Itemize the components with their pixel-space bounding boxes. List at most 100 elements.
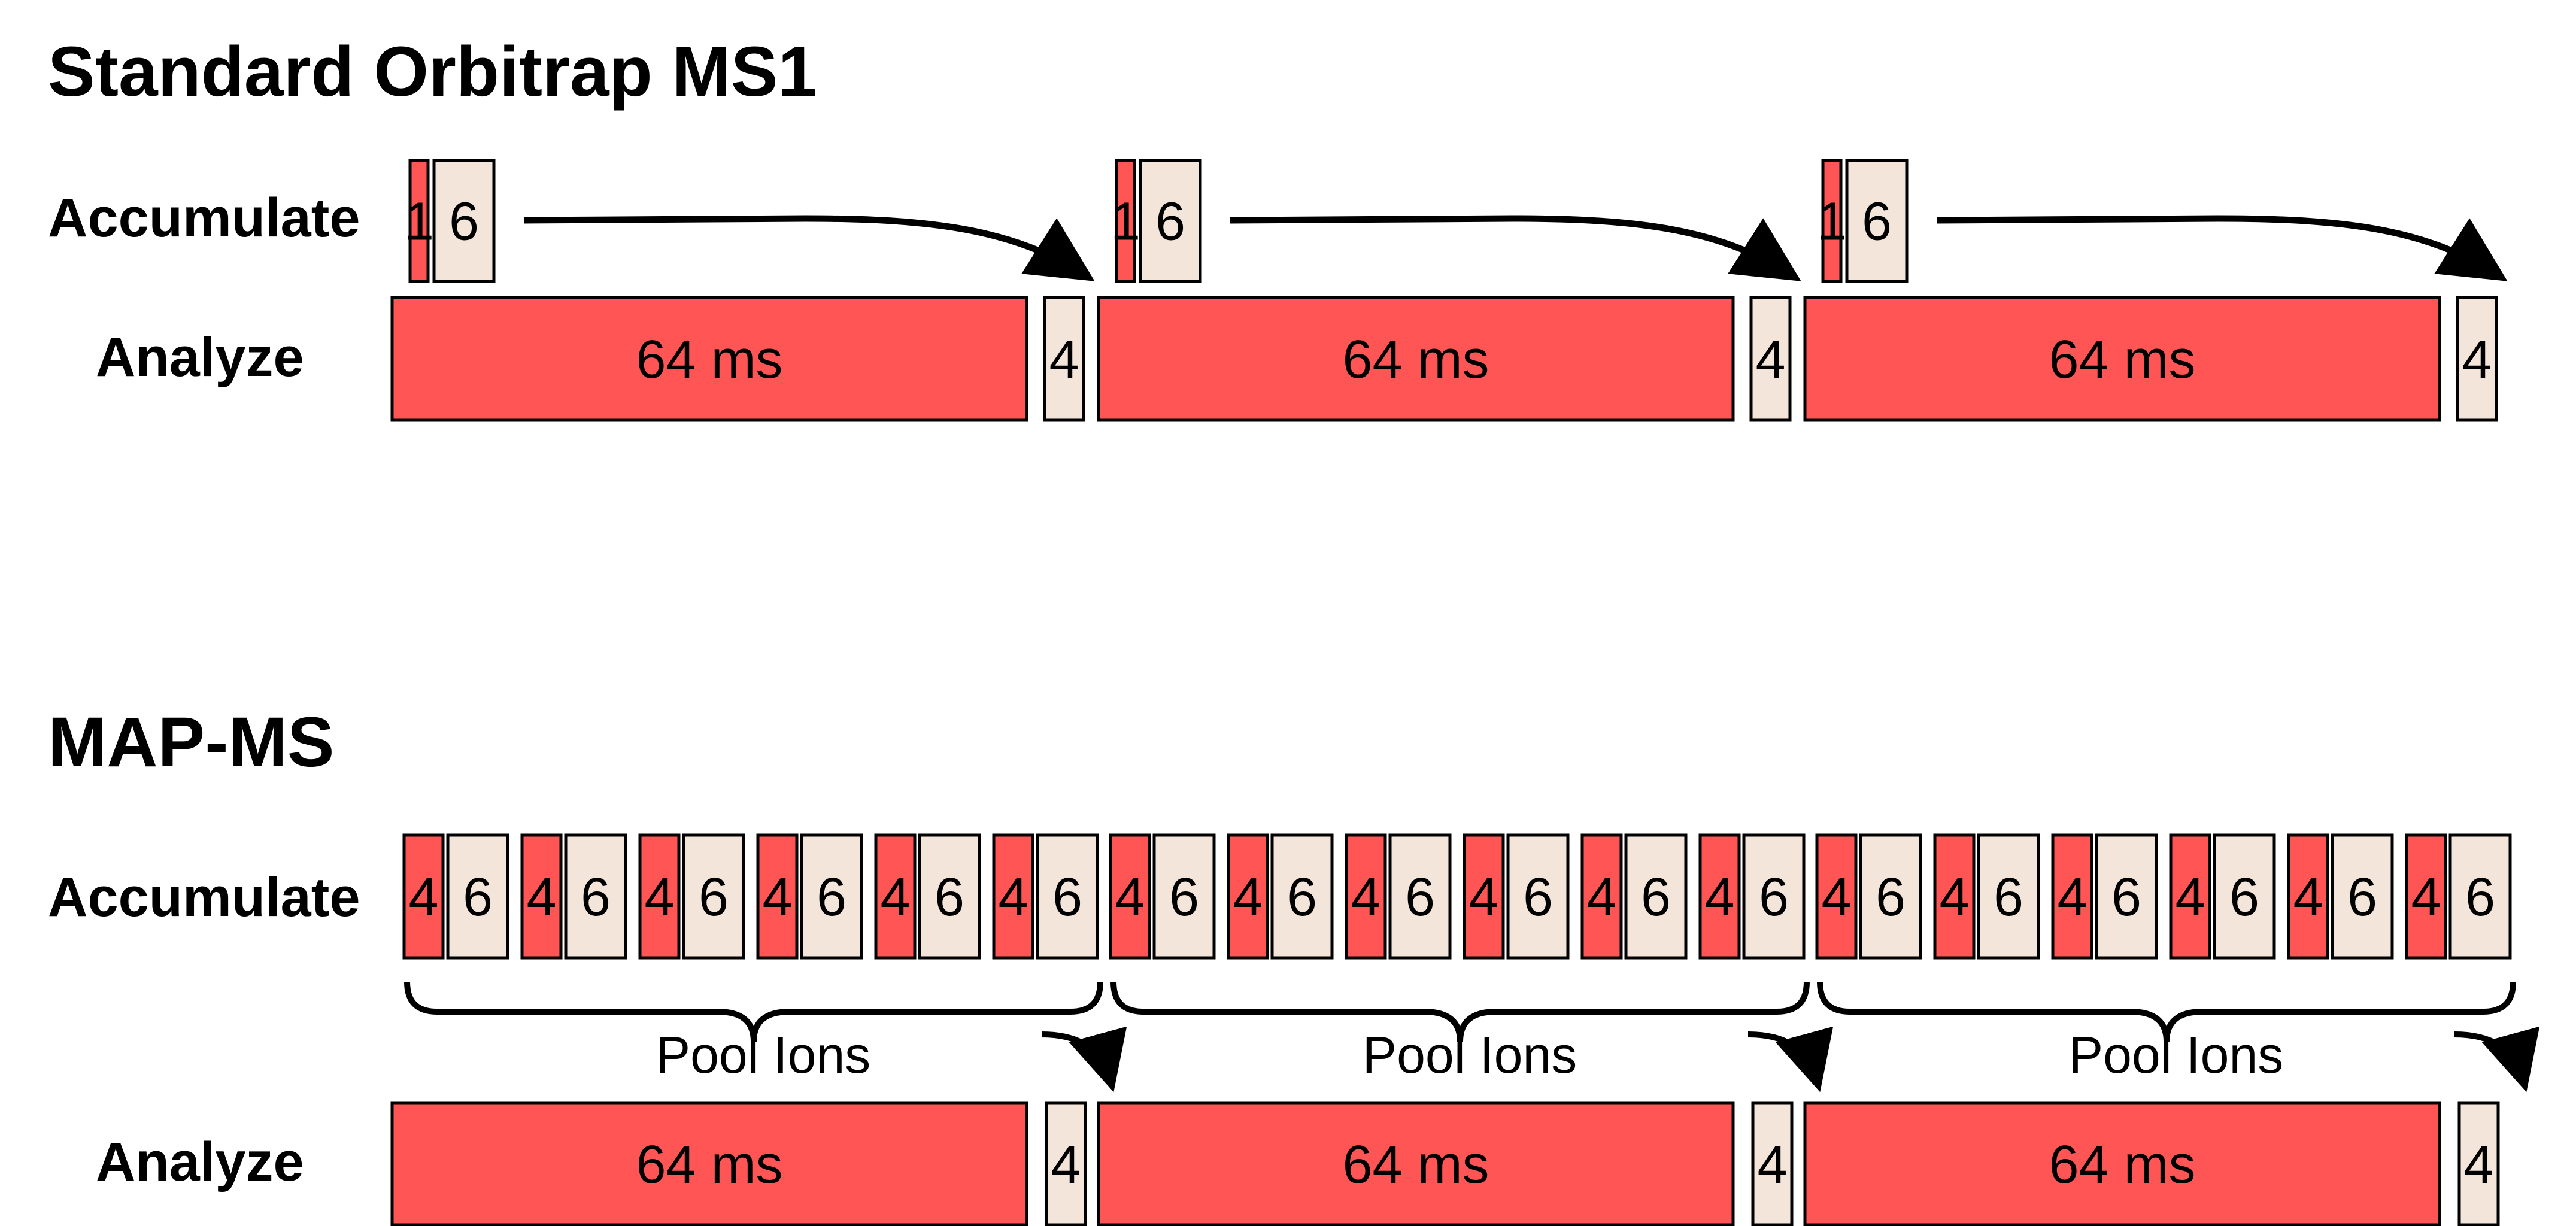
mapms-gap-block-rect <box>2457 1101 2500 1226</box>
mapms-accumulate-beige-block-rect <box>1036 833 1099 960</box>
standard-accumulate-beige-block-rect <box>1139 159 1202 283</box>
standard-accumulate-red-block: 1 <box>1817 159 1847 283</box>
mapms-accumulate-beige-block-label: 6 <box>699 867 729 927</box>
mapms-pool-arrow <box>2454 1026 2540 1093</box>
mapms-accumulate-red-block-label: 4 <box>408 867 438 927</box>
mapms-accumulate-beige-block-label: 6 <box>1052 867 1082 927</box>
mapms-section-title: MAP-MS <box>48 703 335 782</box>
mapms-accumulate-beige-block-label: 6 <box>1876 867 1906 927</box>
mapms-analyze-label: Analyze <box>96 1131 304 1192</box>
mapms-accumulate-beige-block-label: 6 <box>1169 867 1199 927</box>
mapms-accumulate-red-block: 4 <box>1815 833 1858 960</box>
mapms-accumulate-beige-block: 6 <box>2213 833 2276 960</box>
mapms-accumulate-beige-block: 6 <box>1036 833 1099 960</box>
mapms-pool-brace-right <box>1457 981 1810 1042</box>
mapms-analyze-block: 64 ms <box>1097 1101 1735 1226</box>
mapms-accumulate-beige-block: 6 <box>1859 833 1922 960</box>
standard-gap-block-rect <box>1749 296 1792 422</box>
mapms-accumulate-red-block-rect <box>874 833 917 960</box>
mapms-accumulate-beige-block-rect <box>1506 833 1570 960</box>
mapms-accumulate-beige-block-label: 6 <box>2465 867 2495 927</box>
standard-gap-block: 4 <box>2456 296 2498 422</box>
mapms-accumulate-red-block-label: 4 <box>526 867 556 927</box>
standard-accumulate-beige-block-label: 6 <box>1155 192 1185 252</box>
mapms-accumulate-red-block-rect <box>638 833 681 960</box>
standard-section-title: Standard Orbitrap MS1 <box>48 32 817 111</box>
mapms-accumulate-red-block-label: 4 <box>1115 867 1145 927</box>
mapms-accumulate-red-block-rect <box>1815 833 1858 960</box>
mapms-accumulate-red-block-rect <box>1227 833 1269 960</box>
mapms-accumulate-red-block-label: 4 <box>1821 867 1851 927</box>
mapms-analyze-block-label: 64 ms <box>636 1135 782 1195</box>
mapms-accumulate-red-block-label: 4 <box>1586 867 1616 927</box>
mapms-gap-block-label: 4 <box>1757 1135 1787 1195</box>
mapms-accumulate-red-block-rect <box>402 833 445 960</box>
standard-accumulate-red-block: 1 <box>1110 159 1140 283</box>
mapms-accumulate-beige-block: 6 <box>1152 833 1216 960</box>
mapms-pool-brace-left <box>1110 981 1463 1042</box>
mapms-accumulate-beige-block: 6 <box>800 833 863 960</box>
standard-accumulate-red-block-rect <box>1821 159 1843 283</box>
mapms-accumulate-red-block: 4 <box>1109 833 1151 960</box>
mapms-accumulate-red-block-rect <box>2051 833 2093 960</box>
mapms-accumulate-red-block-rect <box>1933 833 1976 960</box>
mapms-accumulate-red-block-rect <box>756 833 799 960</box>
mapms-gap-block-rect <box>1751 1101 1794 1226</box>
mapms-accumulate-beige-block: 6 <box>2095 833 2158 960</box>
standard-analyze-block-label: 64 ms <box>1342 330 1489 390</box>
mapms-pool-ions-label: Pool Ions <box>1363 1027 1577 1084</box>
standard-analyze-block-label: 64 ms <box>2049 330 2195 390</box>
mapms-accumulate-beige-block: 6 <box>1624 833 1688 960</box>
standard-gap-block-rect <box>1043 296 1085 422</box>
mapms-analyze-block-label: 64 ms <box>2049 1135 2195 1195</box>
mapms-analyze-block-label: 64 ms <box>1342 1135 1489 1195</box>
mapms-accumulate-red-block-rect <box>992 833 1034 960</box>
mapms-accumulate-label: Accumulate <box>48 867 360 928</box>
mapms-accumulate-beige-block-rect <box>1152 833 1216 960</box>
mapms-accumulate-red-block-label: 4 <box>880 867 910 927</box>
standard-analyze-block-rect <box>1803 296 2441 422</box>
standard-analyze-block: 64 ms <box>1803 296 2441 422</box>
standard-accumulate-red-block-rect <box>1115 159 1136 283</box>
mapms-pool-arrow <box>1747 1026 1834 1093</box>
mapms-accumulate-red-block-rect <box>1580 833 1623 960</box>
mapms-accumulate-red-block-label: 4 <box>2057 867 2087 927</box>
mapms-accumulate-red-block: 4 <box>1698 833 1741 960</box>
mapms-accumulate-beige-block-label: 6 <box>2111 867 2141 927</box>
mapms-accumulate-red-block: 4 <box>756 833 799 960</box>
standard-analyze-block-rect <box>390 296 1028 422</box>
standard-gap-block: 4 <box>1043 296 1085 422</box>
standard-transfer-arrow <box>1936 215 2508 281</box>
mapms-accumulate-red-block: 4 <box>1345 833 1387 960</box>
mapms-accumulate-red-block-label: 4 <box>762 867 792 927</box>
mapms-accumulate-red-block: 4 <box>2051 833 2093 960</box>
mapms-accumulate-red-block: 4 <box>1933 833 1976 960</box>
mapms-accumulate-red-block-label: 4 <box>1704 867 1734 927</box>
mapms-accumulate-red-block: 4 <box>2287 833 2329 960</box>
mapms-accumulate-beige-block: 6 <box>1742 833 1806 960</box>
standard-analyze-block: 64 ms <box>1097 296 1735 422</box>
mapms-accumulate-red-block-label: 4 <box>1468 867 1498 927</box>
mapms-pool-brace-left <box>404 981 757 1042</box>
mapms-accumulate-beige-block: 6 <box>446 833 509 960</box>
standard-gap-block-label: 4 <box>2462 330 2492 390</box>
standard-accumulate-label: Accumulate <box>48 187 360 248</box>
mapms-gap-block: 4 <box>2457 1101 2500 1226</box>
standard-accumulate-red-block-label: 1 <box>1110 192 1140 252</box>
mapms-accumulate-beige-block-label: 6 <box>1405 867 1435 927</box>
mapms-gap-block-rect <box>1045 1101 1087 1226</box>
mapms-accumulate-beige-block: 6 <box>2331 833 2394 960</box>
standard-accumulate-beige-block-label: 6 <box>1862 192 1892 252</box>
mapms-accumulate-red-block-label: 4 <box>1233 867 1263 927</box>
mapms-accumulate-red-block-label: 4 <box>2411 867 2441 927</box>
standard-accumulate-beige-block-rect <box>432 159 496 283</box>
mapms-accumulate-beige-block-rect <box>1859 833 1922 960</box>
mapms-accumulate-beige-block-label: 6 <box>817 867 846 927</box>
standard-accumulate-beige-block-rect <box>1845 159 1909 283</box>
mapms-gap-block-label: 4 <box>1051 1135 1081 1195</box>
standard-accumulate-red-block-rect <box>408 159 430 283</box>
mapms-pool-arrow <box>1041 1026 1127 1093</box>
